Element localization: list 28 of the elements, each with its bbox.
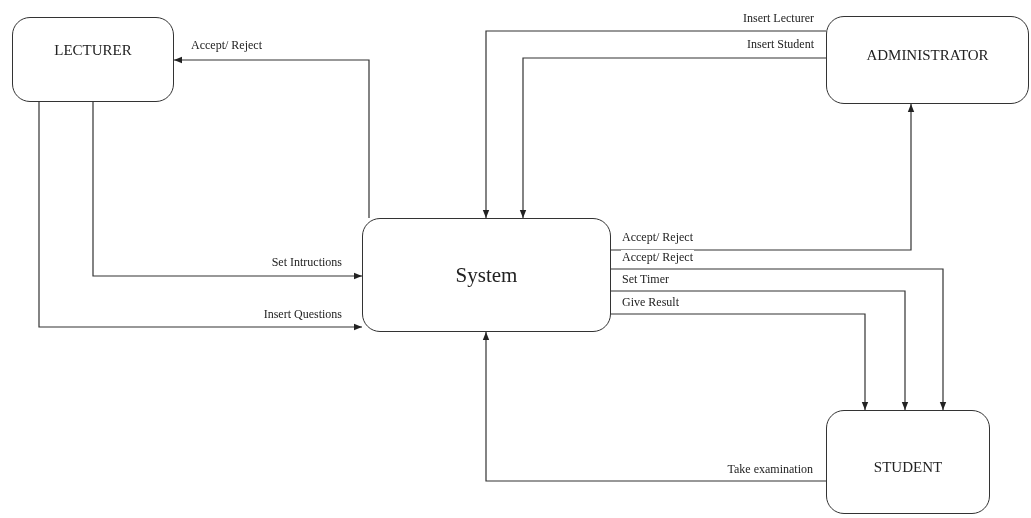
edge-label: Accept/ Reject (621, 230, 694, 244)
arrow (610, 268, 947, 411)
arrow (482, 331, 827, 482)
entity-box (362, 218, 611, 332)
entity-name: STUDENT (873, 458, 943, 476)
arrow (482, 30, 827, 219)
arrow (38, 101, 363, 331)
entity-box (826, 16, 1029, 104)
entity-box (12, 17, 174, 102)
edge-label: Insert Student (746, 37, 815, 51)
entity-box (826, 410, 990, 514)
edge-label: Accept/ Reject (621, 250, 694, 264)
edge-label: Set Timer (621, 272, 670, 286)
arrow (92, 101, 363, 280)
edge-label: Set Intructions (270, 255, 343, 269)
entity-name: ADMINISTRATOR (866, 46, 989, 64)
entity-name: LECTURER (54, 42, 132, 59)
arrow (610, 290, 909, 411)
arrow (173, 56, 370, 219)
edge-label: Insert Questions (262, 307, 343, 321)
edge-label: Insert Lecturer (742, 11, 815, 25)
edge-label: Accept/ Reject (190, 38, 263, 52)
edge-label: Take examination (726, 462, 814, 476)
arrow (610, 313, 869, 411)
arrow (519, 57, 827, 219)
edge-label: Give Result (621, 295, 680, 309)
arrow (610, 103, 915, 251)
entity-name: System (455, 262, 518, 288)
